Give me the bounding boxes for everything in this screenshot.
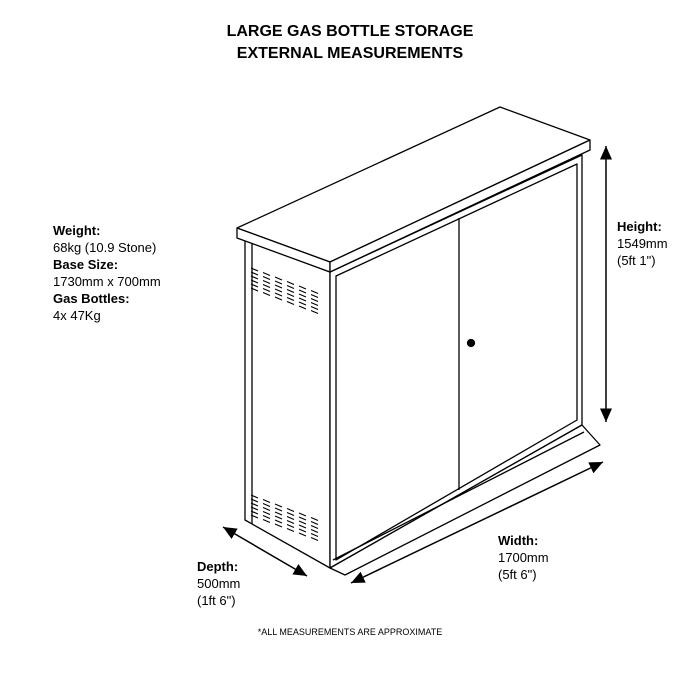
vent-slit xyxy=(286,507,295,513)
vent-slit xyxy=(274,519,283,524)
vent-slit xyxy=(250,506,259,511)
vent-slit xyxy=(250,267,259,272)
vent-slit xyxy=(262,275,271,281)
vent-slit xyxy=(274,284,283,289)
vent-slit xyxy=(274,288,283,293)
vent-slit xyxy=(250,279,259,284)
base-size-label: Base Size: xyxy=(53,257,119,272)
vent-slit xyxy=(274,507,283,512)
vent-slit xyxy=(298,305,307,310)
vent-slit xyxy=(250,498,259,503)
vents xyxy=(250,267,319,542)
door-handle xyxy=(466,338,476,348)
vent-slit xyxy=(286,284,295,290)
weight-label: Weight: xyxy=(53,223,101,238)
vent-slit xyxy=(250,283,259,288)
depth-label-block: Depth: 500mm (1ft 6") xyxy=(197,558,240,609)
vent-slit xyxy=(310,516,319,522)
vent-slit xyxy=(298,293,307,298)
vent-slit xyxy=(250,287,259,292)
vent-slit xyxy=(274,276,283,281)
width-imperial: (5ft 6") xyxy=(498,567,537,582)
depth-arrow xyxy=(222,526,308,577)
title-line-2: EXTERNAL MEASUREMENTS xyxy=(236,45,464,62)
vent-slit xyxy=(286,280,295,286)
vent-slit xyxy=(262,518,271,524)
width-label-block: Width: 1700mm (5ft 6") xyxy=(498,532,549,583)
vent-slit xyxy=(310,520,319,526)
gas-bottles-label: Gas Bottles: xyxy=(53,291,130,306)
vent-slit xyxy=(286,288,295,294)
width-mm: 1700mm xyxy=(498,550,549,565)
vent-slit xyxy=(262,283,271,289)
vent-slit xyxy=(250,271,259,276)
vent-slit xyxy=(286,511,295,517)
vent-slit xyxy=(286,300,295,306)
vent-slit xyxy=(274,523,283,528)
vent-slit xyxy=(298,297,307,302)
specs-block: Weight: 68kg (10.9 Stone) Base Size: 173… xyxy=(53,222,161,324)
vent-slit xyxy=(310,293,319,299)
vent-slit xyxy=(310,289,319,295)
vent-slit xyxy=(310,305,319,311)
vent-slit xyxy=(262,502,271,508)
vent-slit xyxy=(310,532,319,538)
vent-slit xyxy=(274,511,283,516)
vent-slit xyxy=(286,292,295,298)
vent-slit xyxy=(310,297,319,303)
depth-imperial: (1ft 6") xyxy=(197,593,236,608)
height-label: Height: xyxy=(617,219,662,234)
vent-slit xyxy=(274,503,283,508)
vent-slit xyxy=(262,291,271,297)
vent-slit xyxy=(310,301,319,307)
width-label: Width: xyxy=(498,533,539,548)
vent-slit xyxy=(286,515,295,521)
vent-slit xyxy=(250,494,259,499)
vent-slit xyxy=(310,536,319,542)
vent-slit xyxy=(274,280,283,285)
weight-value: 68kg (10.9 Stone) xyxy=(53,240,157,255)
vent-slit xyxy=(262,514,271,520)
vent-slit xyxy=(298,512,307,517)
vent-slit xyxy=(310,309,319,315)
vent-slit xyxy=(262,510,271,516)
width-arrow xyxy=(350,461,604,584)
height-imperial: (5ft 1") xyxy=(617,253,656,268)
vent-slit xyxy=(298,301,307,306)
vent-slit xyxy=(262,287,271,293)
base-size-value: 1730mm x 700mm xyxy=(53,274,161,289)
vent-slit xyxy=(310,524,319,530)
title-line-1: LARGE GAS BOTTLE STORAGE xyxy=(226,23,474,40)
vent-slit xyxy=(262,498,271,504)
approximate-note: *ALL MEASUREMENTS ARE APPROXIMATE xyxy=(257,627,443,637)
vent-slit xyxy=(250,510,259,515)
vent-slit xyxy=(286,519,295,525)
vent-slit xyxy=(250,502,259,507)
vent-slit xyxy=(262,506,271,512)
vent-slit xyxy=(274,515,283,520)
vent-slit xyxy=(274,296,283,301)
height-label-block: Height: 1549mm (5ft 1") xyxy=(617,218,668,269)
gas-bottles-value: 4x 47Kg xyxy=(53,308,101,323)
vent-slit xyxy=(262,279,271,285)
vent-slit xyxy=(298,516,307,521)
vent-slit xyxy=(298,285,307,290)
vent-slit xyxy=(298,520,307,525)
vent-slit xyxy=(250,275,259,280)
vent-slit xyxy=(274,292,283,297)
vent-slit xyxy=(298,289,307,294)
depth-label: Depth: xyxy=(197,559,239,574)
depth-mm: 500mm xyxy=(197,576,241,591)
vent-slit xyxy=(262,271,271,277)
height-mm: 1549mm xyxy=(617,236,668,251)
vent-slit xyxy=(310,528,319,534)
vent-slit xyxy=(250,514,259,519)
vent-slit xyxy=(286,296,295,302)
